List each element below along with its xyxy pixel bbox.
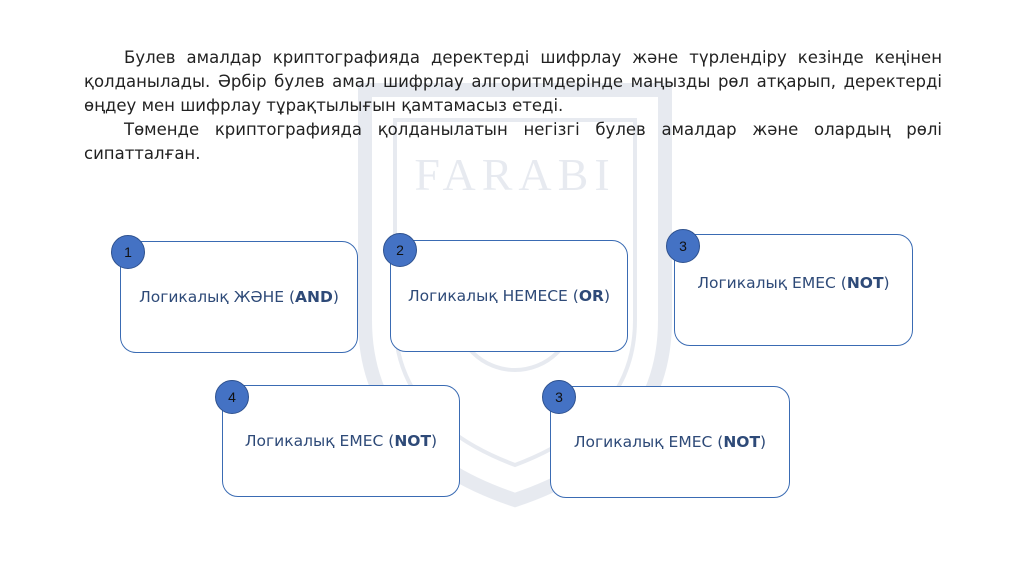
card-label: Логикалық ЕМЕС (NOT) <box>573 433 767 451</box>
card-label: Логикалық ЖӘНЕ (AND) <box>139 288 339 306</box>
card-or: Логикалық НЕМЕСЕ (OR) <box>390 240 628 352</box>
card-label: Логикалық ЕМЕС (NOT) <box>244 432 438 450</box>
card-and: Логикалық ЖӘНЕ (AND) <box>120 241 358 353</box>
card-label: Логикалық НЕМЕСЕ (OR) <box>407 287 611 305</box>
intro-text: Булев амалдар криптографияда деректерді … <box>84 46 942 166</box>
card-number-badge: 3 <box>542 380 576 414</box>
card-label: Логикалық ЕМЕС (NOT) <box>697 274 890 292</box>
intro-paragraph-2: Төменде криптографияда қолданылатын негі… <box>84 120 942 163</box>
card-not: Логикалық ЕМЕС (NOT) <box>674 234 913 346</box>
intro-paragraph-1: Булев амалдар криптографияда деректерді … <box>84 48 942 115</box>
card-number-badge: 2 <box>383 233 417 267</box>
card-number-badge: 1 <box>111 235 145 269</box>
card-not-3: Логикалық ЕМЕС (NOT) <box>550 386 790 498</box>
card-not-2: Логикалық ЕМЕС (NOT) <box>222 385 460 497</box>
card-number-badge: 4 <box>215 380 249 414</box>
card-number-badge: 3 <box>666 229 700 263</box>
